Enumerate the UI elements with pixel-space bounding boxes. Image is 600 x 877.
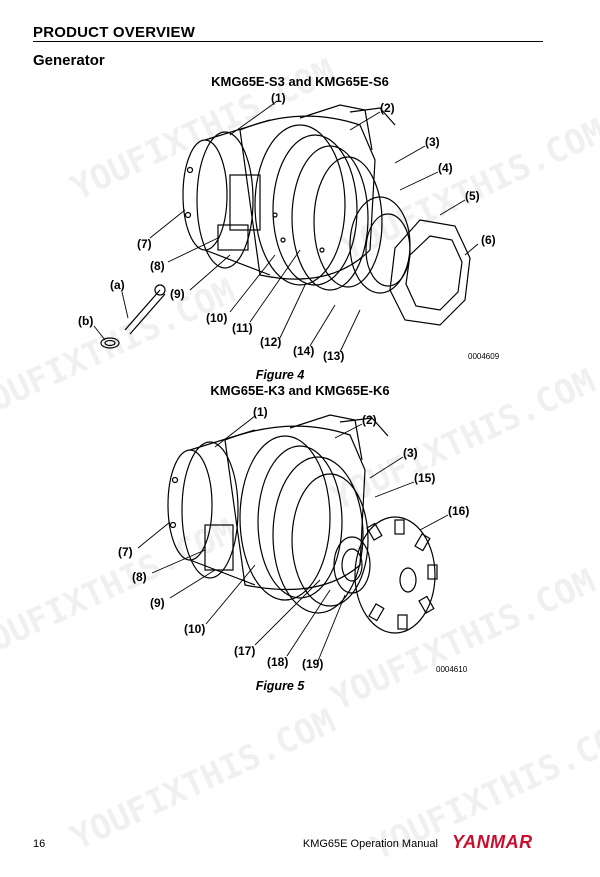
- callout-7: (7): [137, 237, 152, 251]
- callout-18: (18): [267, 655, 288, 669]
- callout-10: (10): [206, 311, 227, 325]
- figure5-code: 0004610: [436, 665, 468, 674]
- figure5-caption: Figure 5: [255, 679, 305, 693]
- callout-8: (8): [150, 259, 165, 273]
- callout-8: (8): [132, 570, 147, 584]
- callout-5: (5): [465, 189, 480, 203]
- section-title: Generator: [33, 52, 105, 69]
- callout-17: (17): [234, 644, 255, 658]
- callout-2: (2): [362, 413, 377, 427]
- figure5-title: KMG65E-K3 and KMG65E-K6: [210, 383, 390, 398]
- callout-9: (9): [170, 287, 185, 301]
- callout-2: (2): [380, 101, 395, 115]
- callout-6: (6): [481, 233, 496, 247]
- callout-9: (9): [150, 596, 165, 610]
- callout-15: (15): [414, 471, 435, 485]
- callout-12: (12): [260, 335, 281, 349]
- callout-3: (3): [425, 135, 440, 149]
- manual-title: KMG65E Operation Manual: [302, 838, 438, 850]
- watermark: YOUFIXTHIS.COM: [64, 701, 342, 859]
- figure4-code: 0004609: [468, 352, 500, 361]
- callout-11: (11): [232, 321, 253, 335]
- callout-19: (19): [302, 657, 323, 671]
- callout-14: (14): [293, 344, 314, 358]
- callout-b: (b): [78, 314, 93, 328]
- yanmar-logo: YANMAR: [452, 832, 533, 852]
- callout-4: (4): [438, 161, 453, 175]
- header-divider: [33, 41, 543, 42]
- callout-a: (a): [110, 278, 125, 292]
- page-header-title: PRODUCT OVERVIEW: [33, 24, 196, 41]
- figure4-title: KMG65E-S3 and KMG65E-S6: [211, 74, 389, 89]
- callout-13: (13): [323, 349, 344, 363]
- figure4-caption: Figure 4: [255, 368, 305, 382]
- callout-10: (10): [184, 622, 205, 636]
- callout-3: (3): [403, 446, 418, 460]
- callout-7: (7): [118, 545, 133, 559]
- figure4-illustration: (1) (2) (3) (4) (5) (6) (7) (8) (9) (10)…: [78, 91, 500, 363]
- callout-1: (1): [271, 91, 286, 105]
- callout-16: (16): [448, 504, 469, 518]
- page-number: 16: [33, 838, 46, 850]
- figure5-illustration: (1) (2) (3) (15) (16) (7) (8) (9) (10) (…: [118, 405, 469, 674]
- callout-1: (1): [253, 405, 268, 419]
